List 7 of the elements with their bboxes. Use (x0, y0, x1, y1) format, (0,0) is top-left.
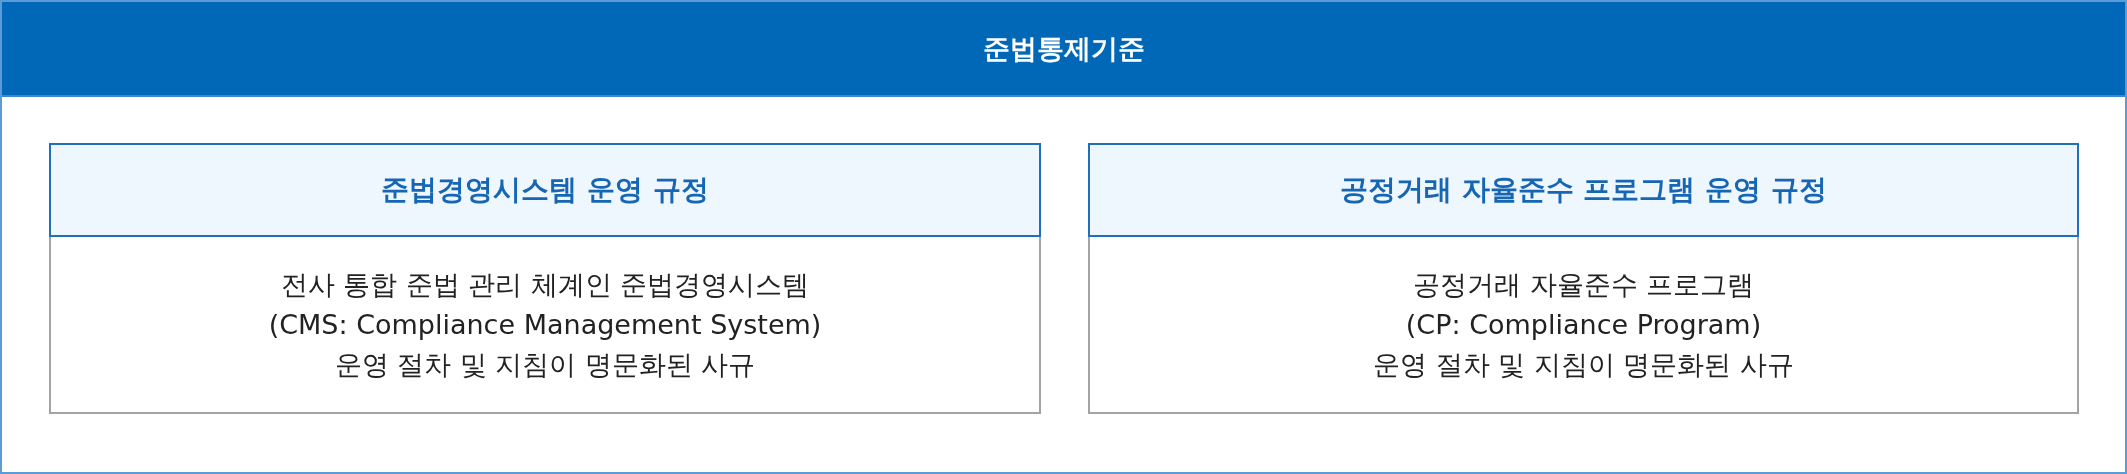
card-text: 전사 통합 준법 관리 체계인 준법경영시스템 (CMS: Compliance Management System) 운영 절차 및 지침이 명문화된 사규 (268, 267, 822, 382)
rule-card (49, 143, 1041, 414)
rule-card (1088, 143, 2079, 414)
card-header: 공정거래 자율준수 프로그램 운영 규정 (1088, 143, 2079, 237)
title-band: 준법통제기준 (2, 2, 2125, 97)
card-text: 공정거래 자율준수 프로그램 (CP: Compliance Program) 운영 절차 및 지침이 명문화된 사규 (1373, 267, 1794, 382)
card-header: 준법경영시스템 운영 규정 (49, 143, 1041, 237)
